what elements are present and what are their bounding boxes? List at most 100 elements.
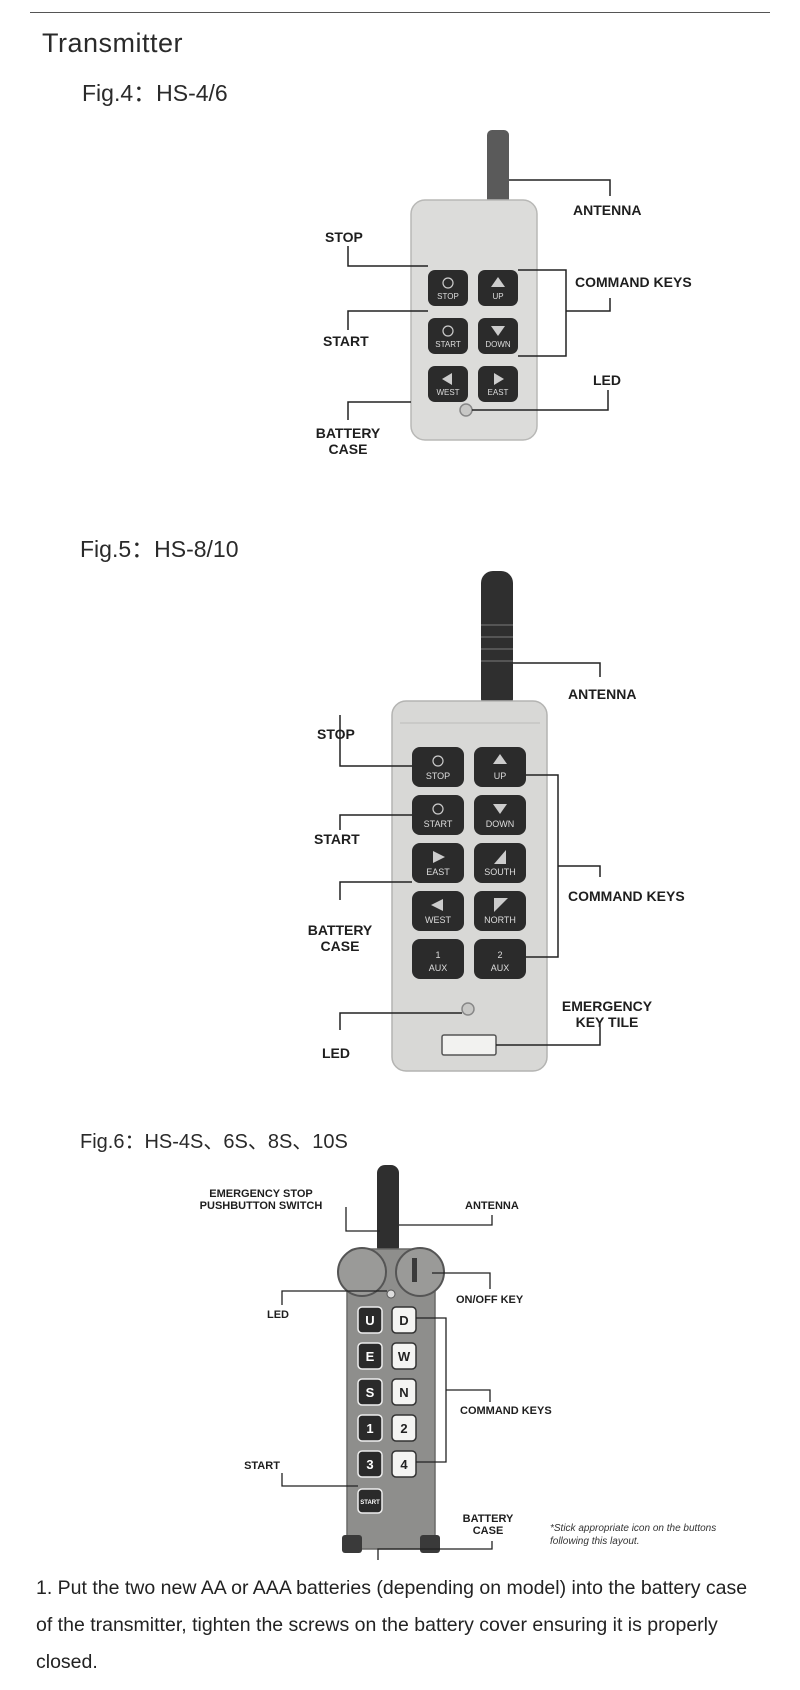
- fig5-key-label: WEST: [425, 915, 452, 925]
- power-icon: [432, 803, 444, 815]
- fig4-label-stop: STOP: [325, 229, 363, 245]
- fig4-key-label: WEST: [436, 388, 459, 397]
- fig5-key-aux2: [474, 939, 526, 979]
- fig5-key-label: AUX: [491, 963, 510, 973]
- fig4-label-command-keys: COMMAND KEYS: [575, 274, 692, 290]
- fig6-key-4: [391, 1450, 417, 1478]
- fig5-label-start: START: [314, 831, 360, 847]
- fig5-key-east: [412, 843, 464, 883]
- fig5-key-label: AUX: [429, 963, 448, 973]
- fig5-key-aux1: [412, 939, 464, 979]
- fig4-key-east: [478, 366, 518, 402]
- stop-icon: [442, 277, 454, 289]
- fig5-key-label: EAST: [426, 867, 450, 877]
- fig6-key-label: W: [398, 1349, 411, 1364]
- fig4-led: [459, 403, 473, 417]
- left-arrow-icon: [431, 899, 443, 911]
- fig6-key-label: 3: [366, 1457, 373, 1472]
- right-arrow-icon: [494, 373, 504, 385]
- fig5-antenna-ridges: [481, 624, 513, 662]
- fig5-callout-lines: [339, 662, 601, 1046]
- fig6-label-onoff: ON/OFF KEY: [456, 1294, 524, 1306]
- fig6-key-label: U: [365, 1313, 374, 1328]
- fig6-keypad: U D E W S N 1 2 3 4 START: [357, 1306, 417, 1514]
- fig6-label-antenna: ANTENNA: [465, 1200, 519, 1212]
- right-arrow-icon: [433, 851, 445, 863]
- fig5-key-label: NORTH: [484, 915, 516, 925]
- fig6-onoff-key: [395, 1247, 445, 1297]
- fig5-key-label: UP: [494, 771, 507, 781]
- fig5-key-stop: [412, 747, 464, 787]
- fig6-label-case: CASE: [473, 1525, 504, 1537]
- fig6-key-label: N: [399, 1385, 408, 1400]
- fig6-key-label: 1: [366, 1421, 373, 1436]
- fig5-key-label: SOUTH: [484, 867, 516, 877]
- top-rule: [30, 12, 770, 13]
- fig4-caption: Fig.4：HS-4/6: [82, 80, 228, 106]
- fig5-label-antenna: ANTENNA: [568, 686, 636, 702]
- fig5-aux-number: 1: [435, 950, 440, 960]
- power-icon: [442, 325, 454, 337]
- fig6-key-3: [357, 1450, 383, 1478]
- fig6-label-pushbutton: PUSHBUTTON SWITCH: [200, 1200, 323, 1212]
- fig5-label-stop: STOP: [317, 726, 355, 742]
- fig5-label-led: LED: [322, 1045, 350, 1061]
- fig4-label-start: START: [323, 333, 369, 349]
- fig5-emergency-key-tile: [441, 1034, 497, 1056]
- up-arrow-icon: [493, 754, 507, 764]
- fig5-label-battery: BATTERY: [308, 922, 373, 938]
- fig6-diagram: U D E W S N 1 2 3 4 START ANTENNA EMERGE…: [200, 1165, 716, 1560]
- south-arrow-icon: [494, 850, 506, 864]
- left-arrow-icon: [442, 373, 452, 385]
- fig5-key-label: DOWN: [486, 819, 515, 829]
- fig6-key-e: [357, 1342, 383, 1370]
- fig4-diagram: STOP UP START DOWN WEST EAST ANTENNA STO…: [316, 130, 692, 457]
- fig5-key-label: STOP: [426, 771, 450, 781]
- fig5-label-key-tile: KEY TILE: [576, 1014, 639, 1030]
- stop-icon: [432, 755, 444, 767]
- fig4-callout-lines: [347, 179, 611, 420]
- fig5-key-start: [412, 795, 464, 835]
- fig6-caption: Fig.6：HS-4S、6S、8S、10S: [80, 1131, 348, 1153]
- fig6-callout-lines: [281, 1207, 493, 1560]
- fig4-keypad: STOP UP START DOWN WEST EAST: [428, 270, 518, 402]
- fig6-antenna: [377, 1165, 399, 1255]
- down-arrow-icon: [493, 804, 507, 814]
- fig4-label-case: CASE: [329, 441, 368, 457]
- fig5-aux-number: 2: [497, 950, 502, 960]
- fig4-transmitter-body: [410, 199, 538, 441]
- fig4-key-up: [478, 270, 518, 306]
- fig4-label-antenna: ANTENNA: [573, 202, 641, 218]
- fig6-key-label: 4: [400, 1457, 408, 1472]
- fig6-key-start: [357, 1488, 383, 1514]
- fig5-keypad: STOP UP START DOWN EAST SOUTH WEST NORTH…: [412, 747, 526, 979]
- instruction-step-1: 1. Put the two new AA or AAA batteries (…: [36, 1577, 748, 1673]
- fig5-key-down: [474, 795, 526, 835]
- fig6-key-label: E: [366, 1349, 375, 1364]
- fig4-antenna: [487, 130, 509, 205]
- north-arrow-icon: [494, 898, 508, 912]
- fig6-key-label: 2: [400, 1421, 407, 1436]
- fig6-label-battery: BATTERY: [463, 1513, 514, 1525]
- page-title: Transmitter: [42, 28, 184, 58]
- fig5-antenna: [481, 571, 513, 711]
- fig5-caption: Fig.5：HS-8/10: [80, 536, 239, 562]
- fig5-led: [461, 1002, 475, 1016]
- fig6-label-start: START: [244, 1460, 280, 1472]
- fig6-foot-right: [420, 1535, 440, 1553]
- fig6-key-label: S: [366, 1385, 375, 1400]
- fig6-start-key-label: START: [360, 1500, 380, 1506]
- fig6-key-d: [391, 1306, 417, 1334]
- fig4-label-battery: BATTERY: [316, 425, 381, 441]
- fig4-label-led: LED: [593, 372, 621, 388]
- key-slot-icon: [412, 1258, 417, 1282]
- fig4-key-label: STOP: [437, 292, 459, 301]
- fig5-label-case: CASE: [321, 938, 360, 954]
- fig6-label-led: LED: [267, 1309, 289, 1321]
- fig4-key-west: [428, 366, 468, 402]
- fig6-foot-left: [342, 1535, 362, 1553]
- fig6-key-2: [391, 1414, 417, 1442]
- fig5-key-up: [474, 747, 526, 787]
- fig5-label-emergency: EMERGENCY: [562, 998, 653, 1014]
- fig6-key-n: [391, 1378, 417, 1406]
